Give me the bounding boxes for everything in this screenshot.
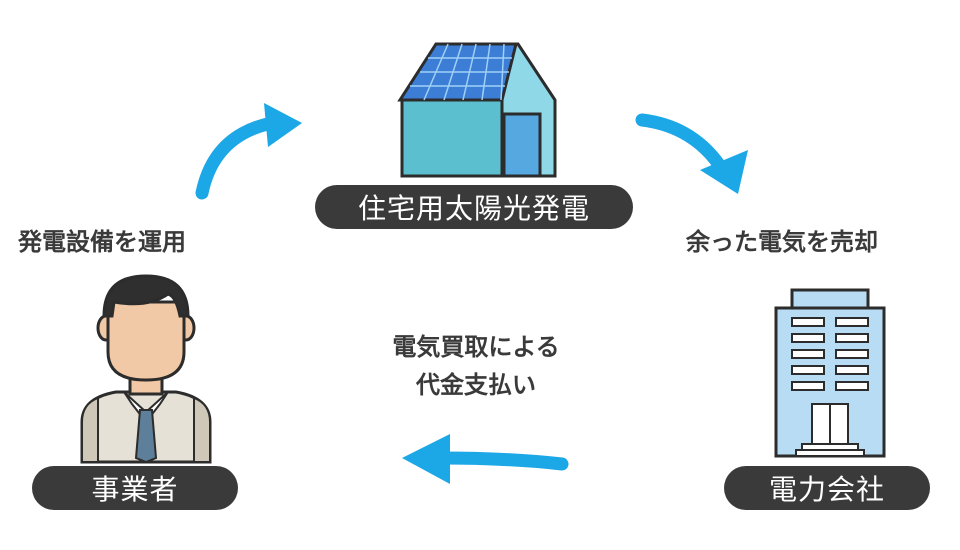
- business-person-icon: [80, 274, 212, 464]
- arrow-utility-to-operator: [402, 434, 569, 484]
- edge-sell-label: 余った電気を売却: [686, 228, 878, 256]
- edge-payment-line1: 電気買取による: [392, 333, 560, 361]
- office-building-icon: [774, 288, 886, 458]
- solar-house-icon: [397, 42, 557, 178]
- arrow-house-to-utility: [635, 113, 748, 194]
- arrow-operator-to-house: [195, 103, 302, 200]
- edge-payment-line2: 代金支払い: [416, 371, 536, 399]
- edge-payment-label: 電気買取による 代金支払い: [356, 328, 596, 404]
- node-operator-label: 事業者: [32, 466, 238, 510]
- node-utility-label: 電力会社: [724, 466, 930, 510]
- edge-operate-label: 発電設備を運用: [18, 228, 186, 256]
- node-house-label: 住宅用太陽光発電: [315, 185, 633, 229]
